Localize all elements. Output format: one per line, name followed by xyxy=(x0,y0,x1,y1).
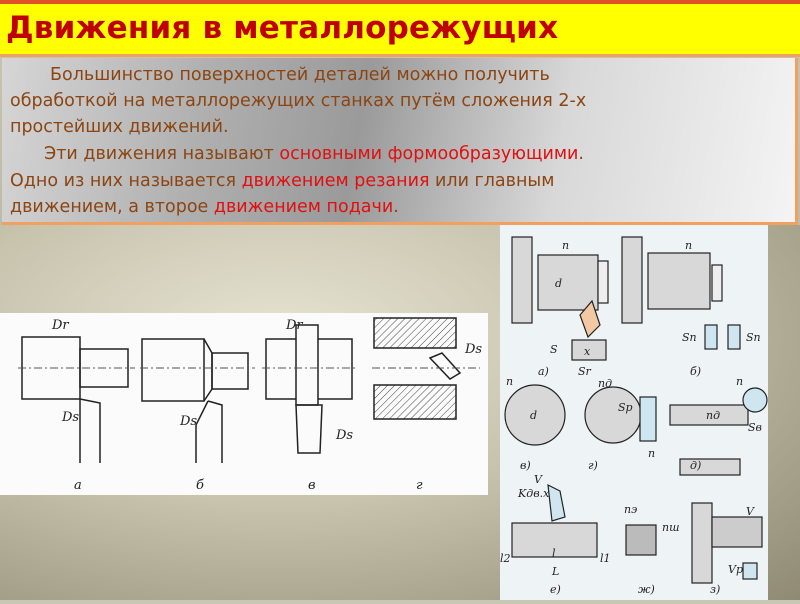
vp-label: Vр xyxy=(728,563,743,576)
dr-label: Dr xyxy=(285,318,303,333)
dr-label: Dr xyxy=(51,318,69,333)
figure-label-v: в) xyxy=(520,459,531,472)
n-label: n xyxy=(506,375,513,388)
highlight-text: движением резания xyxy=(241,171,430,191)
text: Одно из них называется xyxy=(10,171,242,191)
kdvx-label: Kдв.x xyxy=(517,487,550,500)
l-label: l xyxy=(552,547,556,560)
ds-label: Ds xyxy=(335,428,353,443)
figure-label-b: б xyxy=(196,478,204,493)
figure-label-d: д) xyxy=(690,459,701,472)
sp-label: Sр xyxy=(618,401,633,414)
L-label: L xyxy=(551,565,559,578)
v-label: V xyxy=(746,505,755,518)
s-label: S xyxy=(550,343,558,356)
n-label: n xyxy=(562,239,569,252)
figure-label-zh: ж) xyxy=(638,583,655,596)
sn-label: Sп xyxy=(682,331,697,344)
nd-label: nд xyxy=(706,409,720,422)
figure-label-g: г) xyxy=(588,459,598,472)
highlight-text: основными формообразующими xyxy=(279,144,579,164)
n-label: n xyxy=(685,239,692,252)
machining-schemes-drawing: n d S x n Sп Sп а) б) n Sr d nд Sр n nд … xyxy=(500,236,768,596)
text-line: простейших движений. xyxy=(10,117,229,137)
slide-title: Движения в металлорежущих xyxy=(6,10,559,46)
figure-label-z: з) xyxy=(710,583,720,596)
text-line: Большинство поверхностей деталей можно п… xyxy=(50,65,550,85)
ds-label: Ds xyxy=(61,410,79,425)
highlight-text: движением подачи xyxy=(213,197,394,217)
sr-label: Sr xyxy=(578,365,592,378)
text: . xyxy=(393,197,399,217)
text: . xyxy=(578,144,584,164)
text: или главным xyxy=(429,171,555,191)
sv-label: Sв xyxy=(748,421,762,434)
figure-label-e: е) xyxy=(550,583,561,596)
sn-label: Sп xyxy=(746,331,761,344)
text-line: движением, а второе движением подачи. xyxy=(10,194,399,221)
d-label: d xyxy=(530,409,537,422)
machining-schemes-right: n d S x n Sп Sп а) б) n Sr d nд Sр n nд … xyxy=(500,225,768,600)
text-line: обработкой на металлорежущих станках пут… xyxy=(10,91,587,111)
text: Эти движения называют xyxy=(44,144,280,164)
d-label: d xyxy=(555,277,562,290)
text-box: Большинство поверхностей деталей можно п… xyxy=(2,58,798,225)
text: движением, а второе xyxy=(10,197,214,217)
v-label: V xyxy=(534,473,543,486)
text-line: Одно из них называется движением резания… xyxy=(10,168,554,195)
nd-label: nд xyxy=(598,377,612,390)
figure-label-a: а xyxy=(74,478,82,493)
n-label: n xyxy=(736,375,743,388)
text-line: Эти движения называют основными формообр… xyxy=(44,141,584,168)
figure-label-v: в xyxy=(308,478,316,493)
turning-diagram-left: Dr Ds Ds Dr Ds Ds а б в г xyxy=(0,313,488,495)
ds-label: Ds xyxy=(179,414,197,429)
n-label: n xyxy=(648,447,655,460)
l2-label: l2 xyxy=(500,552,511,565)
l1-label: l1 xyxy=(600,552,611,565)
figure-label-g: г xyxy=(416,478,423,493)
ds-label: Ds xyxy=(464,342,482,357)
title-bar: Движения в металлорежущих xyxy=(0,0,800,57)
x-label: x xyxy=(584,345,591,358)
nsh-label: nш xyxy=(662,521,680,534)
ne-label: nэ xyxy=(624,503,637,516)
figure-label-b: б) xyxy=(690,365,701,378)
cutting-schemes-drawing: Dr Ds Ds Dr Ds Ds а б в г xyxy=(18,317,482,493)
figure-label-a: а) xyxy=(538,365,549,378)
